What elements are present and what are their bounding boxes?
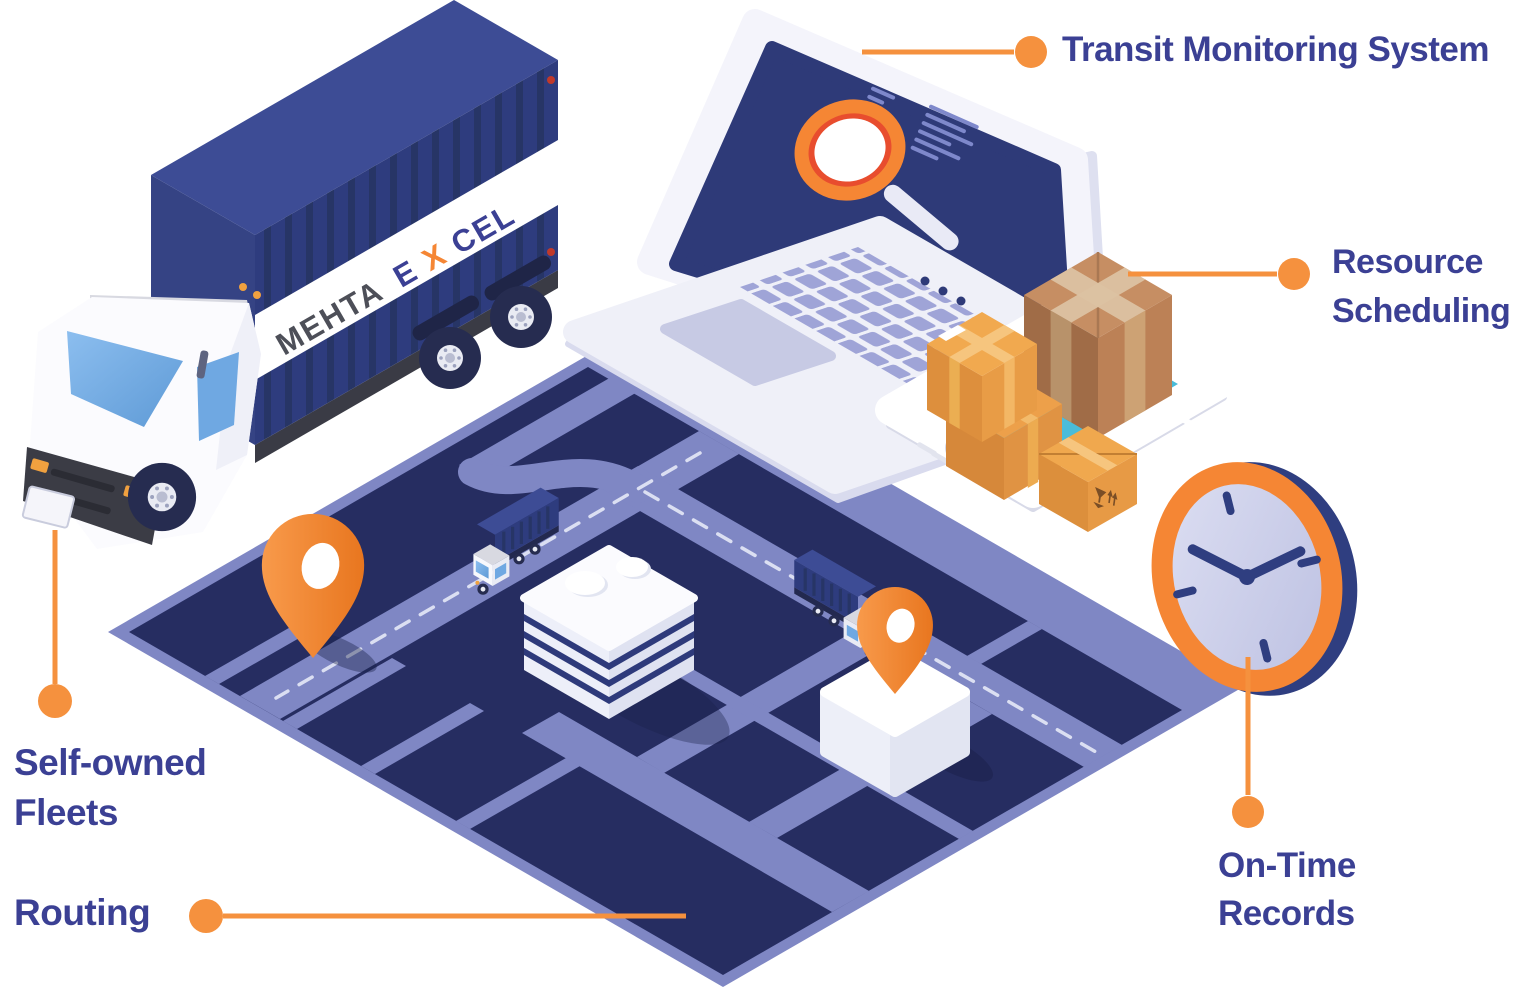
routing-callout-dot <box>189 899 223 933</box>
side-mirror <box>196 350 209 379</box>
label-resource-line2: Scheduling <box>1332 292 1511 330</box>
clock-hands <box>1187 544 1306 582</box>
magnifier-handle <box>883 184 959 251</box>
label-resource-scheduling: Resource Scheduling <box>1332 238 1511 336</box>
ontime-callout-dot <box>1232 796 1264 828</box>
shipping-label <box>938 325 966 341</box>
cardboard-box-stack-upper <box>927 312 1037 442</box>
location-pin-icon <box>857 587 933 694</box>
cardboard-box-fragile <box>1039 426 1137 532</box>
fragile-icon <box>1093 487 1118 509</box>
clock-ticks <box>1173 491 1321 663</box>
headlight <box>30 458 49 473</box>
building-stripes <box>524 614 694 704</box>
transit-callout-dot <box>1015 36 1047 68</box>
label-transit-monitoring-system: Transit Monitoring System <box>1062 30 1490 69</box>
warehouse-building <box>520 545 698 719</box>
fleets-callout-dot <box>38 684 72 718</box>
magnifier-icon <box>794 99 959 251</box>
label-fleets-line1: Self-owned <box>14 742 207 783</box>
door-window <box>197 352 239 441</box>
label-self-owned-fleets: Self-owned Fleets <box>14 738 207 838</box>
resource-callout-dot <box>1278 258 1310 290</box>
location-pin-icon <box>261 513 365 658</box>
trackpad <box>660 299 836 386</box>
label-on-time-records: On-Time Records <box>1218 842 1356 938</box>
screen-text-lines <box>860 86 979 161</box>
truck-cab <box>21 295 261 549</box>
truck-chassis <box>255 270 558 463</box>
license-plate <box>21 485 75 529</box>
label-routing: Routing <box>14 892 151 933</box>
container-top <box>151 0 558 235</box>
tablet-with-boxes <box>875 252 1238 532</box>
tablet-side-bars <box>917 442 951 465</box>
brand-banner: MEHTA E X CEL <box>255 140 558 380</box>
label-fleets-line2: Fleets <box>14 792 118 833</box>
clock-icon <box>1151 462 1358 696</box>
label-resource-line1: Resource <box>1332 243 1483 281</box>
callout-dots <box>38 36 1310 933</box>
curved-road <box>458 458 652 503</box>
label-ontime-line2: Records <box>1218 894 1355 933</box>
windshield <box>67 331 183 427</box>
deck-dots <box>920 276 966 306</box>
callout-lines <box>52 49 1277 919</box>
delivery-truck: MEHTA E X CEL <box>21 0 558 549</box>
label-ontime-line1: On-Time <box>1218 846 1356 885</box>
city-map <box>108 332 1243 987</box>
